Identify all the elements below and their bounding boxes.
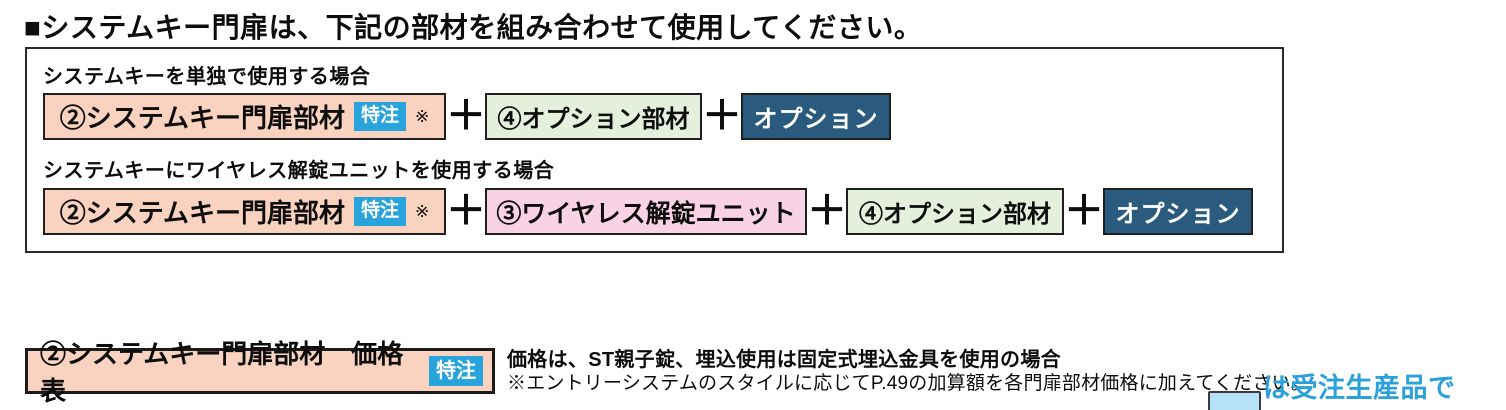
made-to-order-badge: 特注 [429, 356, 483, 386]
row1-gate-parts-label: ②システムキー門扉部材 [59, 103, 345, 133]
row2-gate-parts-box: ②システムキー門扉部材 特注 ※ [43, 188, 446, 235]
row1-label: システムキーを単独で使用する場合 [43, 66, 371, 88]
plus-icon: ＋ [446, 189, 486, 233]
asterisk-mark: ※ [415, 201, 430, 221]
row2-option-parts-box: ④オプション部材 [846, 188, 1064, 235]
legend-text: は受注生産品です。 [1263, 373, 1456, 403]
made-to-order-badge: 特注 [353, 102, 406, 131]
row1-option-parts-box: ④オプション部材 [485, 93, 702, 140]
plus-icon: ＋ [702, 94, 742, 138]
row1-boxes: ②システムキー門扉部材 特注 ※ ＋ ④オプション部材 ＋ オプション [43, 93, 891, 140]
row2-label: システムキーにワイヤレス解錠ユニットを使用する場合 [43, 160, 555, 182]
price-note-line2: ※エントリーシステムのスタイルに応じてP.49の加算額を各門扉部材価格に加えてく… [507, 373, 1310, 394]
legend-color-swatch [1208, 391, 1261, 410]
page-title: ■システムキー門扉は、下記の部材を組み合わせて使用してください。 [24, 12, 923, 43]
plus-icon: ＋ [446, 94, 486, 138]
price-table-header: ②システムキー門扉部材 価格表 特注 [25, 339, 495, 406]
asterisk-mark: ※ [415, 106, 430, 126]
plus-icon: ＋ [807, 189, 847, 233]
row2-option-parts-label: ④オプション部材 [859, 201, 1051, 228]
row2-gate-parts-label: ②システムキー門扉部材 [59, 198, 345, 228]
row1-option-label: オプション [753, 106, 879, 133]
price-notes: 価格は、ST親子錠、埋込使用は固定式埋込金具を使用の場合 ※エントリーシステムの… [507, 349, 1310, 395]
price-table-title: ②システムキー門扉部材 価格表 [40, 339, 404, 406]
price-note-line1: 価格は、ST親子錠、埋込使用は固定式埋込金具を使用の場合 [507, 349, 1061, 371]
row2-wireless-unit-box: ③ワイヤレス解錠ユニット [485, 188, 807, 235]
row1-option-parts-label: ④オプション部材 [497, 106, 690, 133]
row1-gate-parts-box: ②システムキー門扉部材 特注 ※ [43, 93, 446, 140]
row2-boxes: ②システムキー門扉部材 特注 ※ ＋ ③ワイヤレス解錠ユニット ＋ ④オプション… [43, 188, 1253, 235]
row2-option-label: オプション [1115, 201, 1241, 228]
row1-option-box: オプション [741, 93, 891, 140]
plus-icon: ＋ [1064, 189, 1104, 233]
made-to-order-legend: は受注生産品です。 [1208, 366, 1506, 410]
row2-option-box: オプション [1103, 188, 1253, 235]
row2-wireless-unit-label: ③ワイヤレス解錠ユニット [496, 199, 796, 228]
made-to-order-badge: 特注 [353, 197, 406, 226]
combination-panel: システムキーを単独で使用する場合 ②システムキー門扉部材 特注 ※ ＋ ④オプシ… [25, 47, 1284, 253]
